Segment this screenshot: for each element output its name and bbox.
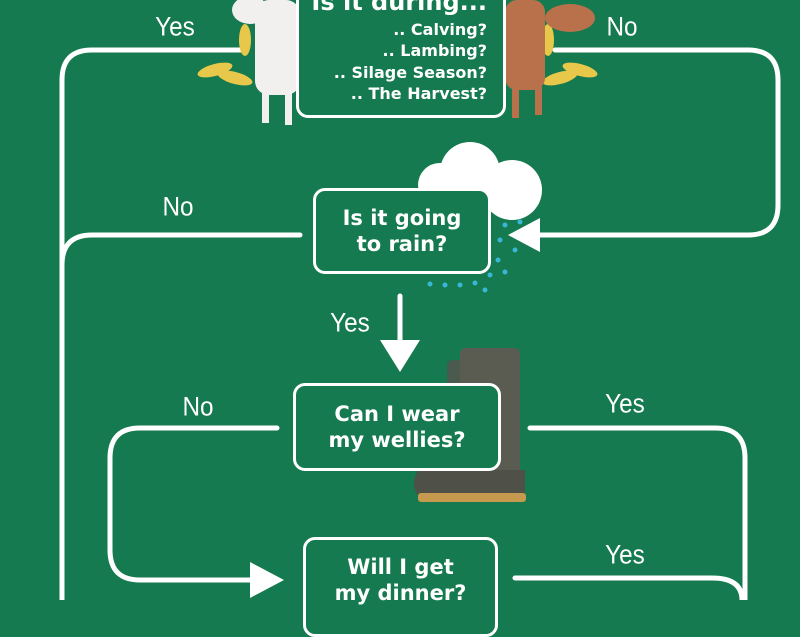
label-rain-yes: Yes: [330, 307, 370, 338]
question-line: .. The Harvest?: [350, 84, 487, 104]
arrow-left-icon: [508, 218, 540, 252]
arrow-right-icon: [250, 562, 284, 598]
label-during-no: No: [606, 11, 638, 42]
connector-wellies-no: [107, 425, 280, 583]
sheep-icon: [232, 0, 300, 125]
question-line: Will I get: [347, 555, 454, 579]
question-line: .. Calving?: [393, 19, 487, 39]
connector-rain-no: [59, 232, 303, 268]
label-wellies-no: No: [182, 391, 214, 422]
question-line: my dinner?: [334, 581, 467, 606]
question-title: Is it during...: [311, 0, 487, 17]
calf-icon: [505, 0, 595, 118]
question-wellies: Can I wear my wellies?: [293, 383, 501, 471]
question-rain: Is it going to rain?: [313, 188, 491, 274]
question-line: Can I wear: [334, 401, 460, 426]
connector-dinner-yes: [512, 575, 745, 600]
connector-wellies-yes: [527, 425, 748, 600]
arrow-down-icon: [380, 340, 420, 372]
question-line: Is it going: [342, 205, 462, 230]
label-wellies-yes: Yes: [605, 388, 645, 419]
question-dinner: Will I get my dinner?: [303, 537, 498, 637]
question-during: Is it during... .. Calving? .. Lambing? …: [296, 0, 506, 118]
question-line: .. Silage Season?: [333, 62, 487, 82]
label-dinner-yes: Yes: [605, 539, 645, 570]
wheat-icon: [197, 24, 598, 86]
question-line: to rain?: [356, 232, 448, 256]
label-rain-no: No: [162, 191, 194, 222]
question-line: my wellies?: [328, 428, 466, 452]
connector-during-yes: [59, 47, 248, 600]
connector-during-no: [537, 47, 781, 238]
label-during-yes: Yes: [155, 11, 195, 42]
question-line: .. Lambing?: [382, 41, 487, 61]
